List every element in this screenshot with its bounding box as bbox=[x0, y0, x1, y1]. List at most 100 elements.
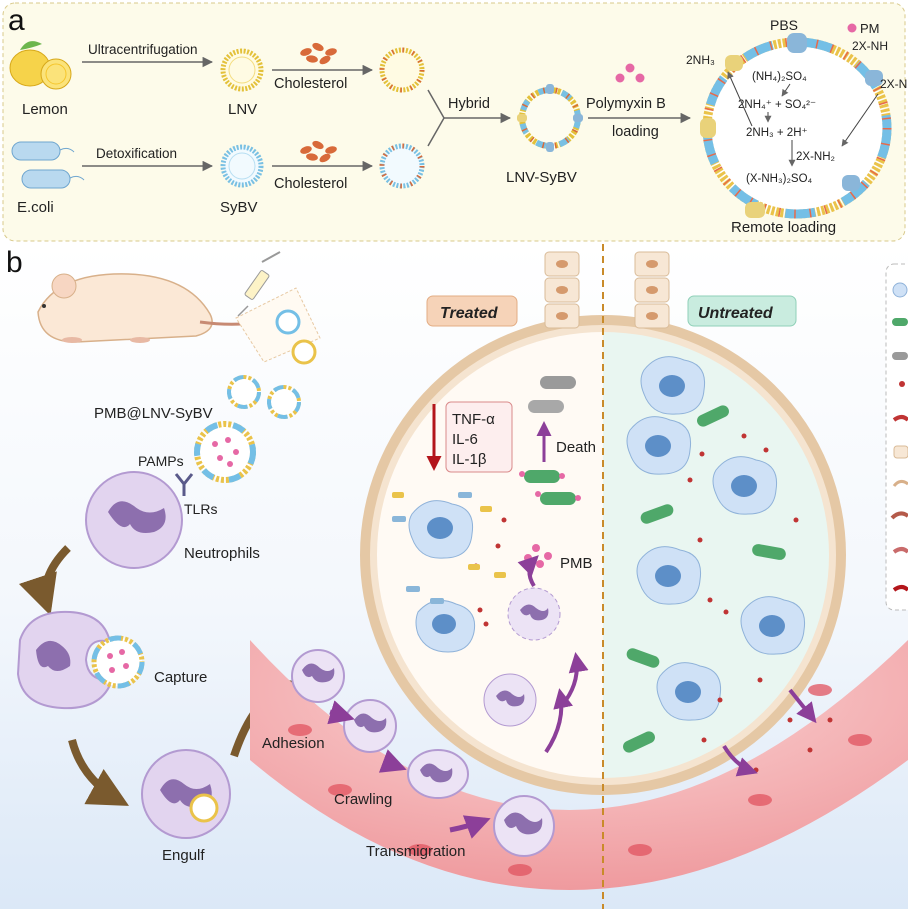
ecoli-label: E.coli bbox=[17, 199, 54, 216]
untreated-macrophage-2 bbox=[626, 416, 692, 475]
migrating-neutrophil bbox=[483, 673, 537, 727]
amine-influx-arrow bbox=[841, 93, 879, 147]
product-label: (X-NH₃)₂SO₄ bbox=[746, 173, 813, 185]
capture-label: Capture bbox=[154, 669, 207, 686]
loading-label: loading bbox=[612, 124, 659, 140]
dissociation-arrow bbox=[781, 83, 791, 97]
treated-macrophage-lower bbox=[415, 599, 476, 653]
untreated-bacteria bbox=[623, 405, 786, 753]
outside-nh3-label: 2NH₃ bbox=[686, 53, 715, 67]
treated-tlr-fragments bbox=[392, 492, 472, 604]
untreated-cytokine-dots bbox=[687, 433, 833, 773]
pmb-legend-dot bbox=[847, 23, 857, 33]
transmigration-label: Transmigration bbox=[366, 843, 465, 860]
untreated-tag bbox=[687, 295, 797, 327]
cholesterol-label-bottom: Cholesterol bbox=[274, 176, 347, 192]
crawling-neutrophil bbox=[407, 749, 469, 799]
untreated-macrophage-1 bbox=[640, 356, 706, 415]
amine-legend-label: 2X-NH bbox=[852, 39, 888, 53]
treated-tag bbox=[426, 295, 518, 327]
cholesterol-icon-bottom bbox=[300, 140, 337, 163]
panel-b-letter: b bbox=[6, 246, 23, 279]
pmb-treated-bacteria bbox=[519, 470, 581, 505]
epithelium-column-right bbox=[634, 251, 670, 329]
cholesterol-label-top: Cholesterol bbox=[274, 76, 347, 92]
ionized-label: 2NH₄⁺ + SO₄²⁻ bbox=[738, 99, 816, 111]
legend-icons bbox=[890, 282, 908, 592]
red-blood-cells bbox=[288, 684, 872, 876]
remote-loading-label: Remote loading bbox=[731, 219, 836, 236]
engulfing-neutrophil bbox=[141, 749, 231, 839]
amine-label: 2X-NH₂ bbox=[796, 151, 835, 163]
migration-arrow bbox=[544, 688, 573, 754]
adhesion-neutrophil bbox=[291, 649, 345, 703]
rolling-neutrophil bbox=[343, 699, 397, 753]
untreated-macrophage-6 bbox=[656, 662, 722, 721]
syringe-icon bbox=[237, 251, 281, 317]
capturing-neutrophil bbox=[16, 610, 145, 710]
formulation-label: PMB@LNV-SyBV bbox=[94, 405, 213, 422]
hybrid-label: Hybrid bbox=[448, 96, 490, 112]
pbs-label: PBS bbox=[770, 17, 798, 33]
legend-panel bbox=[885, 263, 908, 611]
tlr-receptor bbox=[174, 473, 194, 496]
sybv-cholesterol-vesicle bbox=[379, 143, 425, 189]
neutrophils-label: Neutrophils bbox=[184, 545, 260, 562]
ultracentrifugation-label: Ultracentrifugation bbox=[88, 42, 198, 57]
untreated-leak-arrow-2 bbox=[722, 744, 758, 777]
panel-a-letter: a bbox=[8, 4, 25, 37]
epithelium-column-left bbox=[544, 251, 580, 329]
sybv-label: SyBV bbox=[220, 199, 258, 216]
dead-bacteria bbox=[528, 376, 576, 413]
cytokine-tnf: TNF-α bbox=[452, 411, 495, 428]
sybv-vesicle bbox=[220, 144, 264, 188]
cytokine-box bbox=[445, 401, 513, 473]
releasing-neutrophil bbox=[507, 587, 561, 641]
flow-arrow-1 bbox=[18, 545, 71, 616]
untreated-label: Untreated bbox=[698, 305, 774, 322]
remote-loading-vesicle bbox=[700, 33, 892, 219]
crawling-label: Crawling bbox=[334, 791, 392, 808]
flow-arrow-2 bbox=[68, 738, 130, 806]
treated-macrophage bbox=[408, 500, 474, 559]
neutral-label: 2NH₃ + 2H⁺ bbox=[746, 127, 808, 139]
detoxification-label: Detoxification bbox=[96, 146, 177, 161]
untreated-macrophage-5 bbox=[740, 596, 806, 655]
lnv-sybv-label: LNV-SyBV bbox=[506, 169, 577, 186]
tissue-entry-arrow bbox=[564, 652, 589, 702]
adhesion-label: Adhesion bbox=[262, 735, 325, 752]
pmb-release-arrow bbox=[517, 555, 539, 588]
lnv-vesicle bbox=[220, 48, 264, 92]
ammonium-sulfate-label: (NH₄)₂SO₄ bbox=[752, 71, 807, 83]
treated-lipid-fragments bbox=[392, 492, 506, 578]
blood-vessel bbox=[250, 640, 908, 890]
adhesion-arrow bbox=[327, 700, 355, 725]
death-label: Death bbox=[556, 439, 596, 456]
polymyxin-b-icon bbox=[615, 63, 645, 83]
cytokine-il6: IL-6 bbox=[452, 431, 478, 448]
ecoli-icon bbox=[11, 141, 85, 189]
nanoparticle-cluster bbox=[227, 375, 301, 419]
lnv-sybv-vesicle bbox=[517, 84, 583, 152]
loaded-nanoparticle bbox=[194, 421, 256, 483]
neutrophil-cell bbox=[85, 471, 183, 569]
treated-label: Treated bbox=[440, 305, 499, 322]
edge-amine-label: 2X-N bbox=[880, 77, 907, 91]
engulf-label: Engulf bbox=[162, 847, 205, 864]
untreated-macrophage-4 bbox=[636, 546, 702, 605]
pmb-legend-label: PM bbox=[860, 21, 880, 36]
untreated-leak-arrow-1 bbox=[788, 688, 817, 724]
tlrs-label: TLRs bbox=[184, 501, 217, 517]
lnv-cholesterol-vesicle bbox=[379, 47, 425, 93]
lemon-label: Lemon bbox=[22, 101, 68, 118]
pmb-label: PMB bbox=[560, 555, 593, 572]
nh3-efflux-arrow bbox=[727, 71, 753, 127]
polymyxin-label: Polymyxin B bbox=[586, 96, 666, 112]
untreated-macrophage-3 bbox=[712, 456, 778, 515]
cytokine-il1b: IL-1β bbox=[452, 451, 487, 468]
cholesterol-icon-top bbox=[300, 42, 337, 65]
transmigrating-neutrophil bbox=[493, 795, 555, 857]
crawling-arrow bbox=[378, 749, 407, 773]
lnv-label: LNV bbox=[228, 101, 257, 118]
